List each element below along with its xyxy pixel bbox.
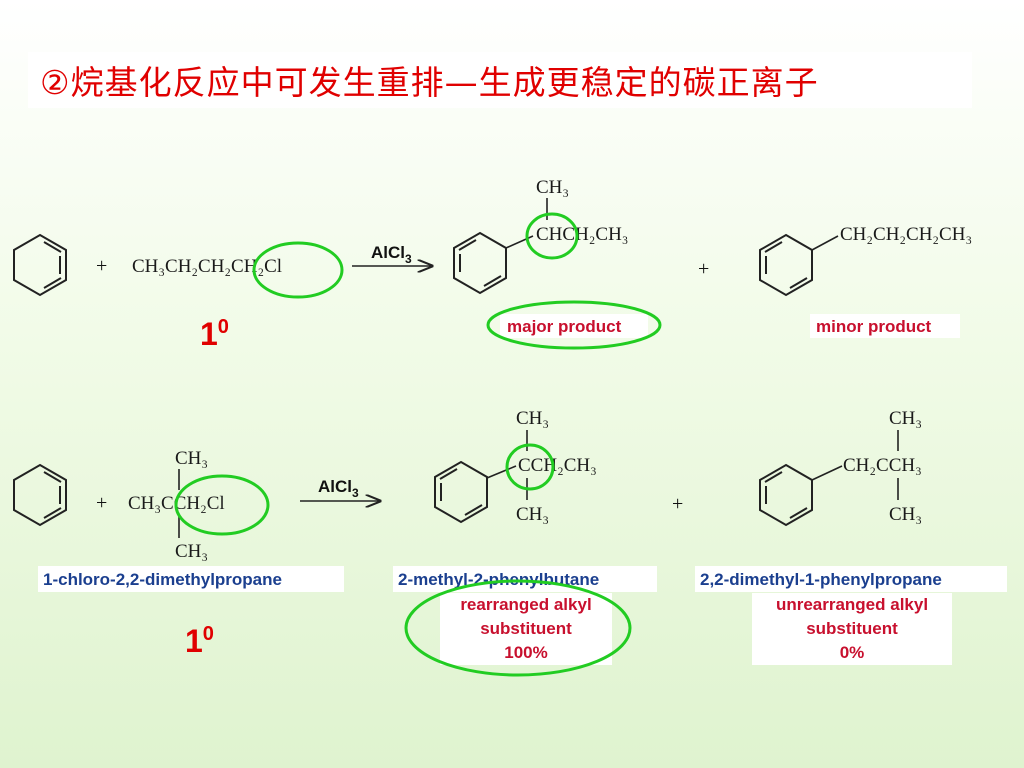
- label-background: [810, 314, 960, 338]
- major-product-label: major product: [507, 317, 622, 336]
- product2-name: 2,2-dimethyl-1-phenylpropane: [700, 570, 942, 589]
- highlight-circle: [486, 300, 662, 350]
- slide-title: ②烷基化反应中可发生重排—生成更稳定的碳正离子: [40, 63, 819, 102]
- benzene-ring-product1: [434, 460, 488, 524]
- product1-bottom-methyl: CH₃: [516, 504, 549, 525]
- product2-desc-line2: substituent: [806, 619, 898, 638]
- product1-top-methyl: CH₃: [516, 408, 549, 429]
- label-background: [38, 566, 344, 592]
- label-background: [752, 593, 952, 665]
- minor-product-chain: CH₂CH₂CH₂CH₃: [840, 224, 972, 245]
- reagent-label: AlCl3: [318, 477, 359, 500]
- benzene-ring-minor: [759, 233, 813, 297]
- reactant-name: 1-chloro-2,2-dimethylpropane: [43, 570, 282, 589]
- product2-bottom-methyl: CH₃: [889, 504, 922, 525]
- product2-desc-line1: unrearranged alkyl: [776, 595, 928, 614]
- major-product-chain: CHCH₂CH₃: [536, 224, 628, 245]
- benzene-ring-product2: [759, 463, 813, 527]
- reactant-top-methyl: CH₃: [175, 448, 208, 469]
- highlight-circle: [404, 579, 632, 677]
- label-background: [393, 566, 657, 592]
- plus-sign: +: [698, 258, 709, 280]
- reactant-formula-r1: CH₃CH₂CH₂CH₂Cl: [132, 256, 282, 277]
- benzene-ring-r1: [13, 233, 67, 297]
- highlight-circle: [525, 212, 579, 260]
- highlight-circle: [252, 241, 344, 299]
- product1-chain: CCH₂CH₃: [518, 455, 597, 476]
- product2-percent: 0%: [840, 643, 865, 662]
- highlight-circle: [174, 474, 270, 536]
- reactant-bottom-methyl: CH₃: [175, 541, 208, 562]
- title-banner: ②烷基化反应中可发生重排—生成更稳定的碳正离子: [28, 52, 972, 108]
- benzene-ring-r2: [13, 463, 67, 527]
- product1-desc-line2: substituent: [480, 619, 572, 638]
- primary-carbon-label: 10: [185, 623, 214, 659]
- product2-chain: CH₂CCH₃: [843, 455, 922, 476]
- plus-sign: +: [96, 255, 107, 277]
- benzene-ring-major: [453, 231, 507, 295]
- plus-sign: +: [96, 492, 107, 514]
- highlight-circle: [505, 443, 555, 491]
- product2-top-methyl: CH₃: [889, 408, 922, 429]
- plus-sign: +: [672, 493, 683, 515]
- product1-desc-line1: rearranged alkyl: [460, 595, 591, 614]
- label-background: [695, 566, 1007, 592]
- product1-percent: 100%: [504, 643, 547, 662]
- label-background: [500, 314, 648, 338]
- reagent-label: AlCl3: [371, 243, 412, 266]
- minor-product-label: minor product: [816, 317, 932, 336]
- label-background: [440, 593, 612, 665]
- product1-name: 2-methyl-2-phenylbutane: [398, 570, 599, 589]
- major-product-methyl: CH₃: [536, 177, 569, 198]
- primary-carbon-label: 10: [200, 316, 229, 352]
